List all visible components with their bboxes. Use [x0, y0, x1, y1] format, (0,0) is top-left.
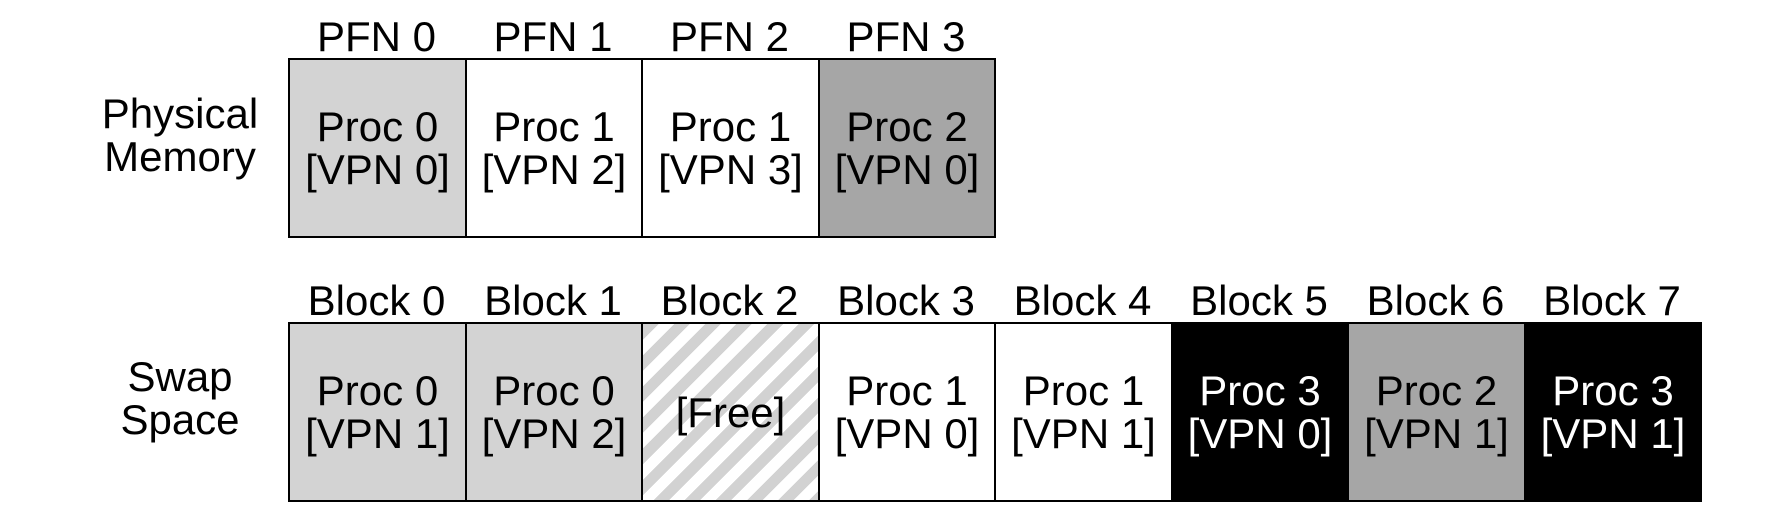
swap-block-header: Block 4 — [1013, 277, 1152, 324]
swap-block-header: Block 5 — [1190, 277, 1328, 324]
physical-frame-cell-text: Proc 1 — [669, 103, 792, 150]
physical-frame-cell-text: [VPN 2] — [481, 146, 627, 193]
swap-block-cell: Proc 3[VPN 0] — [1171, 322, 1349, 502]
physical-frame-cell-text: Proc 0 — [316, 103, 439, 150]
swap-block-header: Block 6 — [1366, 277, 1505, 324]
swap-block-header: Block 0 — [307, 277, 446, 324]
physical-memory-label-line: Memory — [104, 133, 256, 180]
swap-block-cell-text: Proc 3 — [1552, 367, 1674, 414]
swap-block-header: Block 3 — [837, 277, 975, 324]
swap-block-cell: Proc 2[VPN 1] — [1347, 322, 1526, 502]
swap-block-cell-text: Proc 3 — [1199, 367, 1321, 414]
swap-block-header: Block 1 — [484, 277, 622, 324]
swap-block-cell-text: [VPN 2] — [481, 410, 627, 457]
physical-frame-cell: Proc 1[VPN 2] — [465, 58, 643, 238]
swap-space-label-line: Space — [120, 396, 240, 443]
swap-block-cell-text: [VPN 0] — [1187, 410, 1333, 457]
swap-block-cell-text: [Free] — [675, 388, 786, 436]
swap-space-label-line: Swap — [127, 353, 233, 400]
physical-frame-cell: Proc 1[VPN 3] — [641, 58, 820, 238]
swap-block-cell-text: Proc 1 — [846, 367, 968, 414]
swap-block-cell-text: [VPN 1] — [1540, 410, 1686, 457]
physical-frame-cell: Proc 0[VPN 0] — [288, 58, 467, 238]
physical-frame-header: PFN 3 — [846, 13, 966, 60]
swap-block-cell-text: [VPN 1] — [1364, 410, 1509, 457]
swap-block-cell: [Free] — [641, 322, 820, 502]
physical-frame-cell-text: Proc 2 — [846, 103, 968, 150]
swap-block-cell-text: Proc 0 — [316, 367, 439, 414]
swap-block-cell-text: Proc 1 — [1022, 367, 1145, 414]
physical-frame-header: PFN 0 — [316, 13, 437, 60]
swap-block-cell: Proc 0[VPN 2] — [465, 322, 643, 502]
swap-block-cell-text: Proc 0 — [493, 367, 615, 414]
swap-block-cell-text: [VPN 1] — [305, 410, 450, 457]
swap-block-cell: Proc 1[VPN 0] — [818, 322, 996, 502]
swap-block-cell: Proc 0[VPN 1] — [288, 322, 467, 502]
swap-block-cell: Proc 3[VPN 1] — [1524, 322, 1702, 502]
swap-block-cell: Proc 1[VPN 1] — [994, 322, 1173, 502]
physical-memory-label: Physical Memory — [90, 92, 270, 178]
physical-frame-cell-text: [VPN 0] — [305, 146, 450, 193]
physical-frame-header: PFN 2 — [669, 13, 790, 60]
physical-frame-header: PFN 1 — [493, 13, 613, 60]
physical-frame-cell-text: [VPN 3] — [658, 146, 803, 193]
physical-frame-cell-text: [VPN 0] — [834, 146, 980, 193]
swap-block-cell-text: [VPN 0] — [834, 410, 980, 457]
physical-frame-cell: Proc 2[VPN 0] — [818, 58, 996, 238]
physical-frame-cell-text: Proc 1 — [493, 103, 615, 150]
swap-block-cell-text: Proc 2 — [1375, 367, 1498, 414]
swap-space-label: Swap Space — [90, 355, 270, 441]
swap-block-header: Block 2 — [660, 277, 799, 324]
swap-block-header: Block 7 — [1543, 277, 1681, 324]
swap-block-cell-text: [VPN 1] — [1011, 410, 1156, 457]
physical-memory-label-line: Physical — [101, 90, 259, 137]
